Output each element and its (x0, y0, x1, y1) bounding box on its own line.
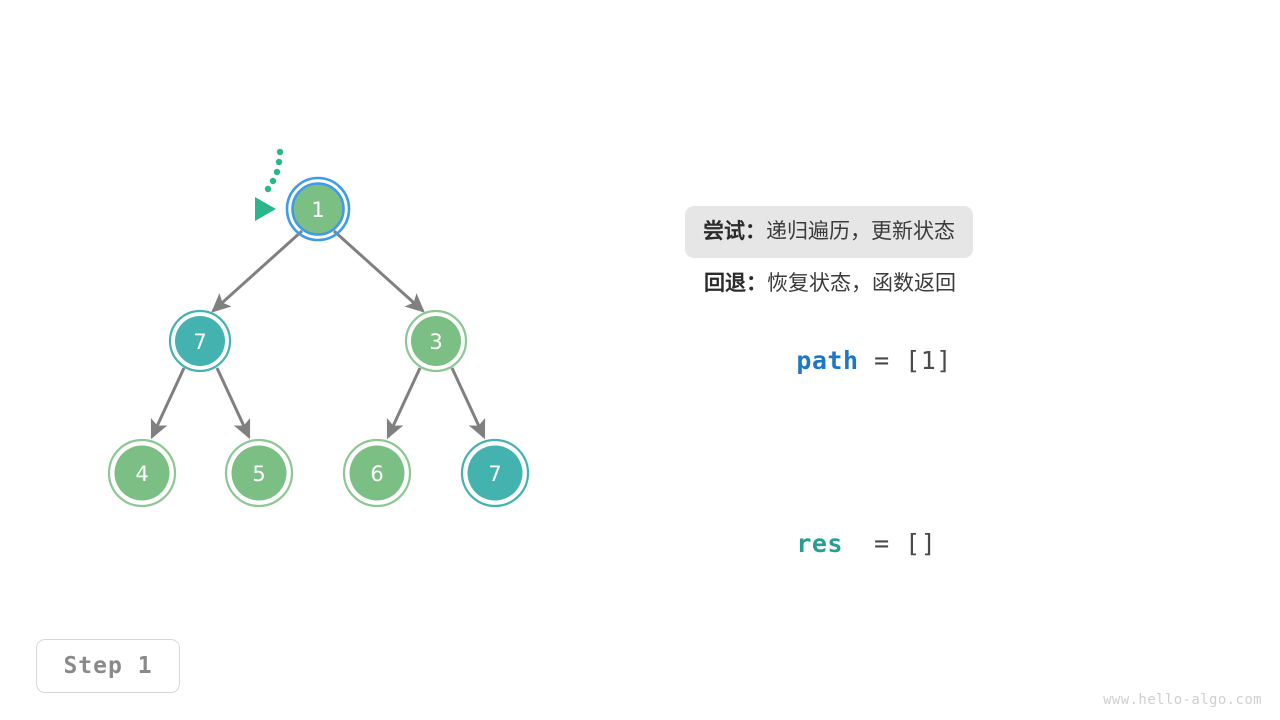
hint-try-key: 尝试： (703, 219, 766, 243)
hint-try-value: 递归遍历，更新状态 (766, 219, 955, 243)
node-circle (291, 182, 345, 236)
hint-try: 尝试：递归遍历，更新状态 (685, 206, 973, 258)
node-outer-ring (460, 438, 530, 508)
edge-n2-n4 (150, 367, 186, 440)
edge-n2-n5 (215, 367, 251, 440)
traversal-pointer (255, 148, 284, 221)
tree-node-label: 7 (488, 462, 501, 486)
tree-node-label: 5 (252, 462, 265, 486)
node-circle (467, 445, 523, 501)
tree-node-6[interactable]: 6 (342, 438, 412, 508)
path-variable: path = [1] (686, 317, 1246, 404)
node-circle (411, 316, 461, 366)
edge-n1-n2 (211, 229, 304, 313)
edge-n3-n6 (386, 367, 422, 440)
tree-node-1[interactable]: 1 (285, 176, 351, 242)
node-circle (231, 445, 287, 501)
step-badge: Step 1 (36, 639, 180, 693)
res-variable: res = [] (686, 500, 1246, 587)
path-variable-value: = [1] (858, 346, 952, 375)
node-outer-ring (404, 309, 468, 373)
tree-node-label: 7 (193, 330, 206, 354)
pointer-dot (264, 185, 272, 193)
info-panel: 尝试：递归遍历，更新状态 回退：恢复状态，函数返回 path = [1] res… (685, 206, 1246, 587)
tree-node-label: 4 (135, 462, 148, 486)
tree-nodes: 1 7 3 4 5 (107, 176, 530, 508)
pointer-dot (275, 158, 283, 166)
binary-tree-graphic: 1 7 3 4 5 (107, 148, 530, 508)
tree-node-3[interactable]: 3 (404, 309, 468, 373)
step-badge-label: Step 1 (63, 653, 153, 679)
watermark: www.hello-algo.com (1103, 692, 1262, 708)
node-circle (349, 445, 405, 501)
node-outer-ring (285, 176, 351, 242)
tree-node-5[interactable]: 5 (224, 438, 294, 508)
tree-node-label: 3 (429, 330, 442, 354)
hint-back-key: 回退： (704, 271, 767, 295)
hint-back-value: 恢复状态，函数返回 (767, 271, 956, 295)
path-variable-name: path (796, 346, 859, 375)
node-outer-ring (168, 309, 232, 373)
edge-n3-n7 (450, 367, 486, 440)
pointer-dot (269, 177, 277, 185)
pointer-dot (273, 168, 281, 176)
node-outer-ring (107, 438, 177, 508)
res-variable-name: res (796, 529, 843, 558)
pointer-dot (276, 148, 284, 156)
tree-node-4[interactable]: 4 (107, 438, 177, 508)
pointer-triangle-icon (255, 197, 276, 221)
edge-n1-n3 (332, 229, 425, 313)
tree-node-label: 6 (370, 462, 383, 486)
node-circle (114, 445, 170, 501)
res-variable-value: = [] (842, 529, 937, 558)
tree-node-7[interactable]: 7 (460, 438, 530, 508)
hint-back: 回退：恢复状态，函数返回 (686, 258, 974, 301)
node-outer-ring (342, 438, 412, 508)
tree-node-2[interactable]: 7 (168, 309, 232, 373)
node-outer-ring (224, 438, 294, 508)
tree-node-label: 1 (311, 198, 324, 222)
tree-edges (150, 229, 486, 440)
node-circle (175, 316, 225, 366)
